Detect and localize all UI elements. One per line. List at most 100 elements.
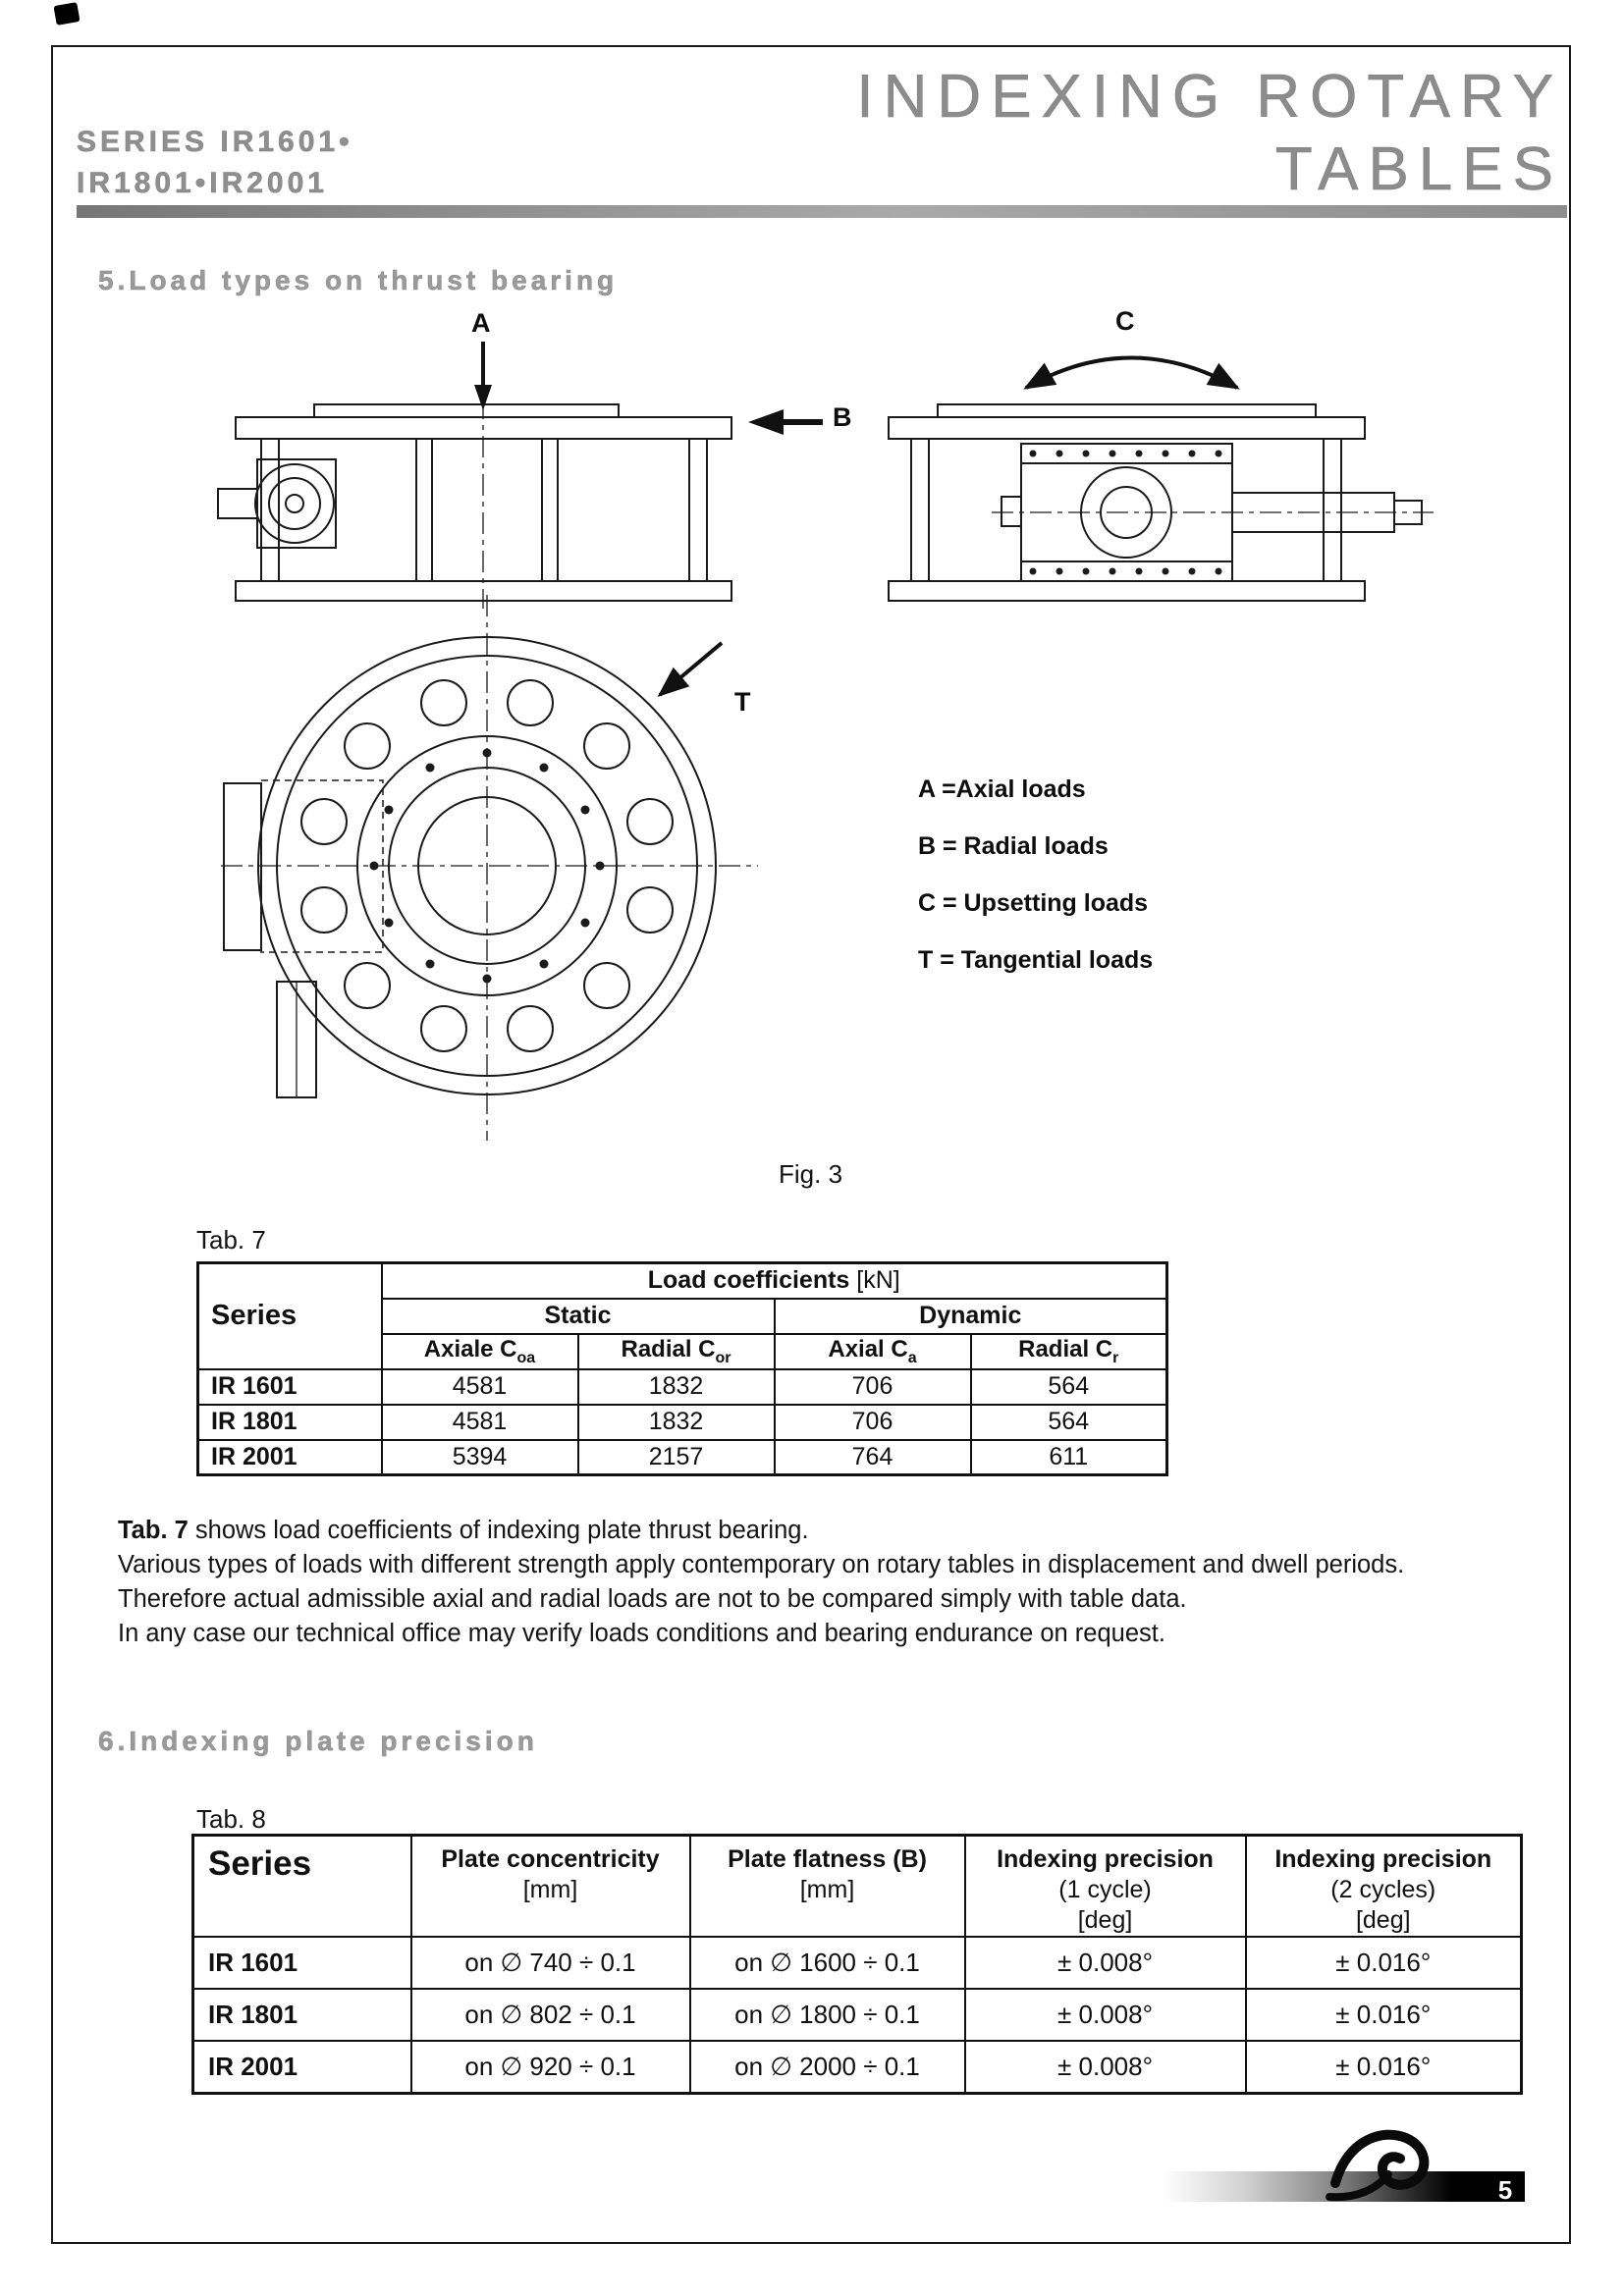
tab8-series-cell: IR 1601 <box>191 1936 412 1990</box>
table-row: IR 1601 on ∅ 740 ÷ 0.1 on ∅ 1600 ÷ 0.1 ±… <box>191 1936 1523 1990</box>
front-elevation-drawing <box>217 398 732 609</box>
tab7-value-cell: 1832 <box>576 1367 776 1406</box>
tab8-header-row: Series Plate concentricity [mm] Plate fl… <box>191 1834 1523 1938</box>
col-label: Radial C <box>1018 1335 1113 1362</box>
axial-load-arrow-A <box>474 342 492 410</box>
tab8-precision2-header: Indexing precision (2 cycles) [deg] <box>1244 1834 1523 1938</box>
note-line-1: Tab. 7 shows load coefficients of indexi… <box>118 1514 1524 1548</box>
legend-item-axial: A =Axial loads <box>918 775 1086 803</box>
tab8-flatness-cell: on ∅ 1800 ÷ 0.1 <box>688 1988 966 2042</box>
header-unit: [mm] <box>799 1876 855 1903</box>
col-sub: oa <box>516 1349 536 1366</box>
series-line2: IR1801•IR2001 <box>77 167 328 200</box>
tab8-series-cell: IR 2001 <box>191 2040 412 2094</box>
tab7-value-cell: 611 <box>969 1438 1168 1476</box>
table-row: IR 1801 on ∅ 802 ÷ 0.1 on ∅ 1800 ÷ 0.1 ±… <box>191 1988 1523 2042</box>
figure-caption: Fig. 3 <box>779 1159 843 1189</box>
tab7-value-cell: 706 <box>773 1403 972 1441</box>
tab7-value-cell: 4581 <box>380 1403 579 1441</box>
legend-item-tangential: T = Tangential loads <box>918 946 1154 974</box>
load-coefficients-table: Series Load coefficients [kN] Static Dyn… <box>196 1261 1168 1476</box>
tab8-label: Tab. 8 <box>196 1804 266 1834</box>
series-line1: SERIES IR1601• <box>77 126 353 159</box>
title-line1: INDEXING ROTARY <box>856 63 1563 132</box>
page-border-frame <box>51 45 1571 2244</box>
series-label: SERIES IR1601• IR1801•IR2001 <box>77 122 353 204</box>
tab7-series-cell: IR 1601 <box>196 1367 383 1406</box>
header-title: Plate concentricity <box>441 1845 660 1873</box>
tab7-header-row-2: Static Dynamic <box>198 1297 1168 1335</box>
bolt-dots <box>1029 450 1222 575</box>
tab7-header-row-3: Axiale Coa Radial Cor Axial Ca Radial Cr <box>198 1332 1168 1370</box>
tab7-label: Tab. 7 <box>196 1225 266 1255</box>
hub-bolt-dots <box>369 748 605 984</box>
tab7-value-cell: 564 <box>969 1367 1168 1406</box>
tab8-precision1-cell: ± 0.008° <box>963 1988 1247 2042</box>
tab8-precision2-cell: ± 0.016° <box>1244 2040 1523 2094</box>
col-label: Axiale C <box>423 1335 517 1362</box>
brand-logo-icon <box>1326 2129 1430 2202</box>
tab8-concentricity-cell: on ∅ 802 ÷ 0.1 <box>409 1988 691 2042</box>
tab7-group-header: Load coefficients [kN] <box>380 1261 1168 1300</box>
page-title: INDEXING ROTARY TABLES <box>856 61 1563 206</box>
tab7-col-radial-cor: Radial Cor <box>576 1332 776 1370</box>
header-title: Indexing precision <box>1274 1845 1492 1873</box>
tangential-arrow-label: T <box>734 687 751 717</box>
col-label: Axial C <box>828 1335 908 1362</box>
tab7-value-cell: 2157 <box>576 1438 776 1476</box>
tab8-precision1-cell: ± 0.008° <box>963 2040 1247 2094</box>
scan-mark <box>53 2 81 26</box>
axial-arrow-label: A <box>471 308 491 338</box>
tab8-precision2-cell: ± 0.016° <box>1244 1988 1523 2042</box>
header-title: Indexing precision <box>997 1845 1214 1873</box>
tab8-precision1-cell: ± 0.008° <box>963 1936 1247 1990</box>
tab8-precision2-cell: ± 0.016° <box>1244 1936 1523 1990</box>
table-row: IR 1801 4581 1832 706 564 <box>196 1403 1168 1441</box>
header-rule-bar <box>77 205 1567 218</box>
upsetting-arrow-label: C <box>1115 306 1135 336</box>
tab7-dynamic-header: Dynamic <box>773 1297 1168 1335</box>
tab7-group-unit: [kN] <box>849 1266 900 1295</box>
note-line-1-bold: Tab. 7 <box>118 1517 189 1544</box>
title-line2: TABLES <box>1274 135 1563 204</box>
col-sub: or <box>715 1349 731 1366</box>
tab8-series-header: Series <box>191 1834 412 1938</box>
tab8-concentricity-cell: on ∅ 740 ÷ 0.1 <box>409 1936 691 1990</box>
table-row: IR 2001 5394 2157 764 611 <box>196 1438 1168 1476</box>
tab8-flatness-cell: on ∅ 2000 ÷ 0.1 <box>688 2040 966 2094</box>
header-title: Plate flatness (B) <box>728 1845 927 1873</box>
note-line-4: In any case our technical office may ver… <box>118 1620 1165 1647</box>
tab7-series-header: Series <box>196 1261 383 1370</box>
tab7-value-cell: 4581 <box>380 1367 579 1406</box>
col-sub: r <box>1112 1349 1119 1366</box>
tab7-notes: Tab. 7 shows load coefficients of indexi… <box>118 1514 1524 1651</box>
tab7-static-header: Static <box>380 1297 776 1335</box>
tab7-series-cell: IR 1801 <box>196 1403 383 1441</box>
tab7-col-axial-ca: Axial Ca <box>773 1332 972 1370</box>
note-line-3: Therefore actual admissible axial and ra… <box>118 1585 1187 1613</box>
tab8-concentricity-cell: on ∅ 920 ÷ 0.1 <box>409 2040 691 2094</box>
tab7-value-cell: 764 <box>773 1438 972 1476</box>
tab8-flatness-header: Plate flatness (B) [mm] <box>688 1834 966 1938</box>
figure-3-drawing <box>217 342 1434 1141</box>
plan-view-drawing <box>221 595 758 1141</box>
tab7-value-cell: 564 <box>969 1403 1168 1441</box>
table-row: IR 2001 on ∅ 920 ÷ 0.1 on ∅ 2000 ÷ 0.1 ±… <box>191 2040 1523 2094</box>
legend-item-upsetting: C = Upsetting loads <box>918 889 1149 917</box>
header-unit: [deg] <box>1355 1906 1411 1934</box>
header-subtitle: (2 cycles) <box>1330 1876 1436 1903</box>
tab7-header-row-1: Series Load coefficients [kN] <box>196 1261 1168 1370</box>
header-unit: [deg] <box>1077 1906 1133 1934</box>
col-label: Radial C <box>621 1335 716 1362</box>
table-row: IR 1601 4581 1832 706 564 <box>196 1367 1168 1406</box>
load-types-legend: A =Axial loads B = Radial loads C = Upse… <box>918 775 1153 1003</box>
header-subtitle: (1 cycle) <box>1058 1876 1152 1903</box>
radial-load-arrow-B <box>748 409 823 435</box>
tab7-value-cell: 1832 <box>576 1403 776 1441</box>
tab8-precision1-header: Indexing precision (1 cycle) [deg] <box>963 1834 1247 1938</box>
tab7-value-cell: 5394 <box>380 1438 579 1476</box>
tab7-group-title: Load coefficients <box>647 1266 850 1295</box>
side-elevation-drawing <box>888 403 1434 602</box>
tab7-series-cell: IR 2001 <box>196 1438 383 1476</box>
